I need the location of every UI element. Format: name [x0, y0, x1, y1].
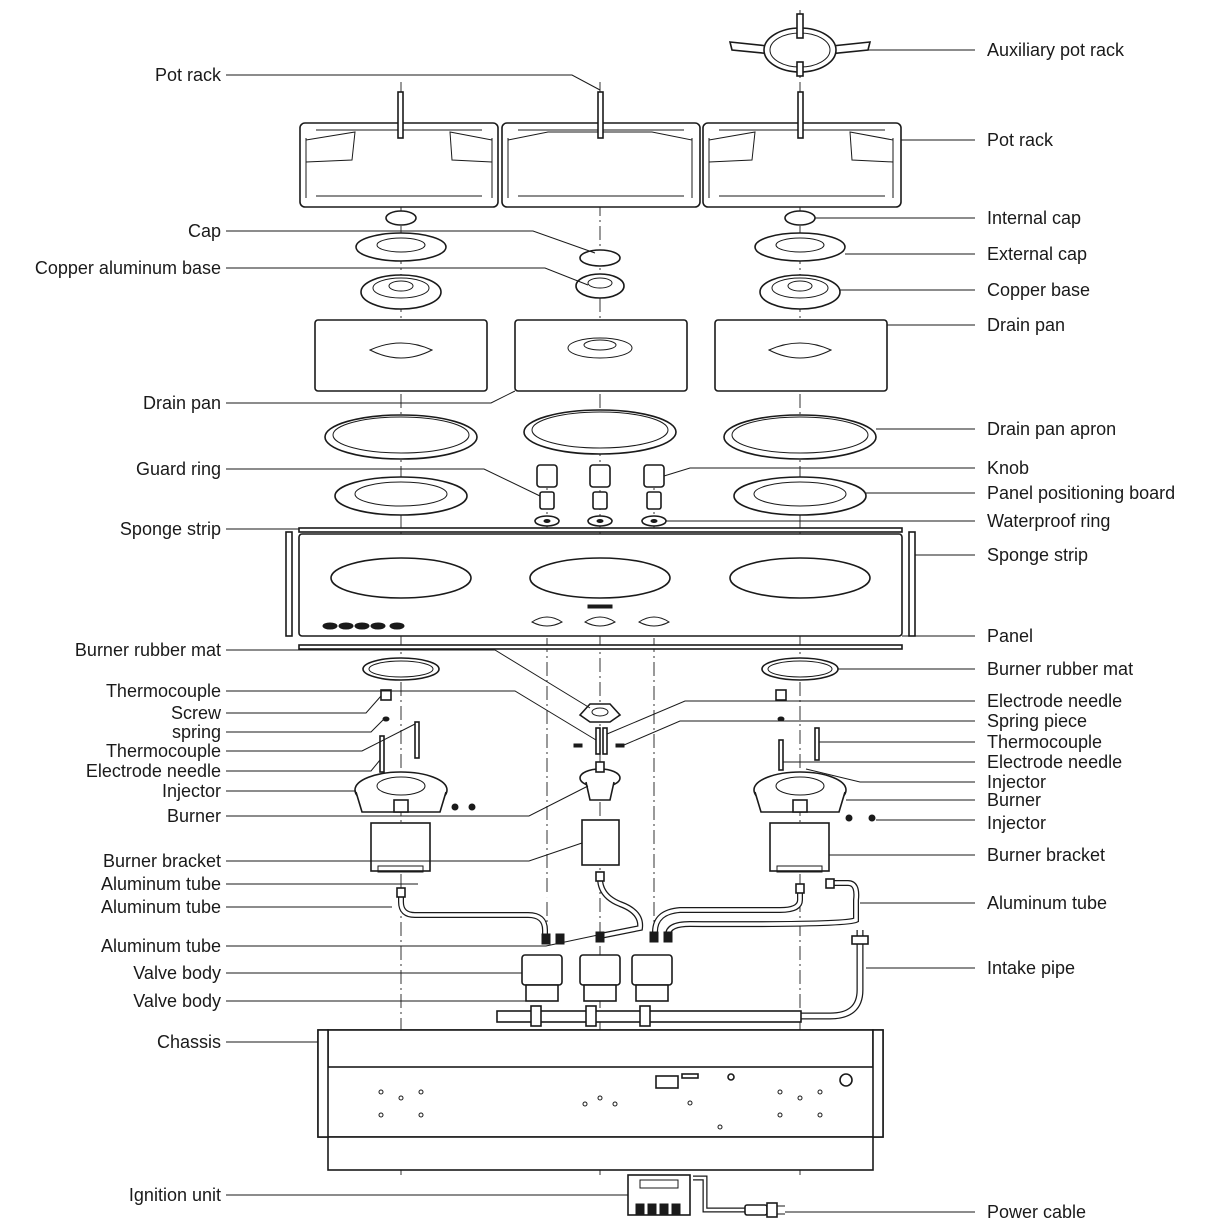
pot-rack-part — [299, 91, 902, 208]
label-burner-bracket-left: Burner bracket — [103, 851, 221, 871]
label-power-cable: Power cable — [987, 1202, 1086, 1222]
label-aluminum-tube-left-2: Aluminum tube — [101, 897, 221, 917]
label-burner-rubber-mat-left: Burner rubber mat — [75, 640, 221, 660]
label-guard-ring: Guard ring — [136, 459, 221, 479]
chassis-part — [317, 1029, 884, 1171]
aluminum-tube-part — [396, 871, 860, 945]
label-valve-body-2: Valve body — [133, 991, 221, 1011]
auxiliary-pot-rack-part — [728, 13, 872, 77]
label-external-cap: External cap — [987, 244, 1087, 264]
label-aluminum-tube-right: Aluminum tube — [987, 893, 1107, 913]
burner-part — [354, 761, 876, 822]
label-burner-left: Burner — [167, 806, 221, 826]
label-electrode-needle-left: Electrode needle — [86, 761, 221, 781]
cap-part — [355, 210, 846, 267]
label-electrode-needle-right-1: Electrode needle — [987, 691, 1122, 711]
right-leader-lines — [606, 49, 975, 1213]
knob-part — [534, 464, 667, 527]
drain-pan-part — [314, 319, 888, 392]
label-aluminum-tube-left-1: Aluminum tube — [101, 874, 221, 894]
label-injector-left: Injector — [162, 781, 221, 801]
label-copper-base: Copper base — [987, 280, 1090, 300]
label-screw: Screw — [171, 703, 222, 723]
label-waterproof-ring: Waterproof ring — [987, 511, 1110, 531]
label-ignition-unit: Ignition unit — [129, 1185, 221, 1205]
label-thermocouple-right: Thermocouple — [987, 732, 1102, 752]
label-panel-positioning-board: Panel positioning board — [987, 483, 1175, 503]
label-internal-cap: Internal cap — [987, 208, 1081, 228]
label-burner-bracket-right: Burner bracket — [987, 845, 1105, 865]
right-labels: Auxiliary pot rack Pot rack Internal cap… — [987, 40, 1175, 1222]
label-auxiliary-pot-rack: Auxiliary pot rack — [987, 40, 1125, 60]
label-injector-right-2: Injector — [987, 813, 1046, 833]
label-copper-aluminum-base: Copper aluminum base — [35, 258, 221, 278]
label-sponge-strip-right: Sponge strip — [987, 545, 1088, 565]
label-chassis: Chassis — [157, 1032, 221, 1052]
small-parts — [379, 689, 820, 773]
label-pot-rack-left: Pot rack — [155, 65, 222, 85]
label-thermocouple-left-1: Thermocouple — [106, 681, 221, 701]
label-injector-right-1: Injector — [987, 772, 1046, 792]
left-leader-lines — [226, 74, 628, 1196]
panel-part — [285, 527, 916, 650]
label-knob: Knob — [987, 458, 1029, 478]
ignition-unit-part — [627, 1174, 785, 1218]
copper-base-part — [360, 273, 841, 310]
label-pot-rack-right: Pot rack — [987, 130, 1054, 150]
label-sponge-strip-left: Sponge strip — [120, 519, 221, 539]
label-burner-right: Burner — [987, 790, 1041, 810]
left-labels: Pot rack Cap Copper aluminum base Drain … — [35, 65, 222, 1205]
label-electrode-needle-right-2: Electrode needle — [987, 752, 1122, 772]
label-cap: Cap — [188, 221, 221, 241]
drain-pan-apron-part — [324, 409, 877, 460]
intake-pipe-part — [800, 930, 869, 1020]
label-drain-pan-apron: Drain pan apron — [987, 419, 1116, 439]
label-burner-rubber-mat-right: Burner rubber mat — [987, 659, 1133, 679]
valve-body-part — [496, 954, 802, 1027]
label-intake-pipe: Intake pipe — [987, 958, 1075, 978]
label-aluminum-tube-left-3: Aluminum tube — [101, 936, 221, 956]
burner-bracket-part — [370, 819, 830, 873]
label-thermocouple-left-2: Thermocouple — [106, 741, 221, 761]
label-panel: Panel — [987, 626, 1033, 646]
label-spring-piece: Spring piece — [987, 711, 1087, 731]
label-drain-pan-right: Drain pan — [987, 315, 1065, 335]
label-valve-body-1: Valve body — [133, 963, 221, 983]
label-spring: spring — [172, 722, 221, 742]
label-drain-pan-left: Drain pan — [143, 393, 221, 413]
panel-positioning-board-part — [334, 476, 867, 516]
